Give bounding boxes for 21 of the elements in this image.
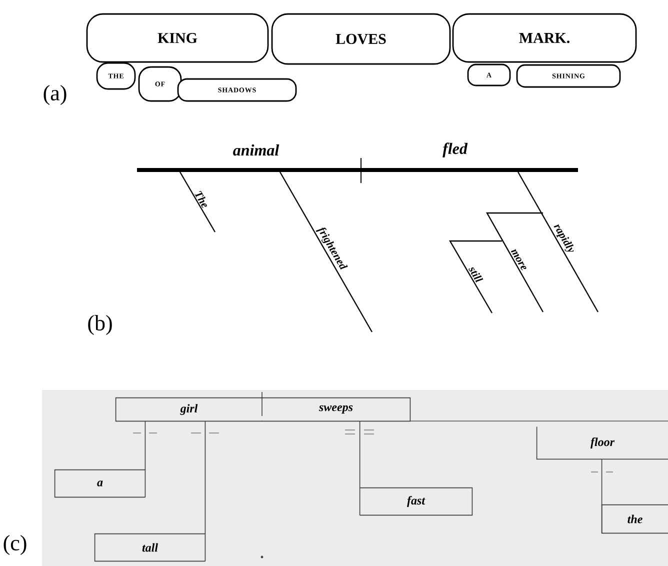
- connector-line: [204, 420, 206, 562]
- diagram-word: animal: [233, 144, 280, 156]
- panel-label: (b): [88, 315, 112, 335]
- diagram-word: The: [194, 190, 207, 208]
- word-box: floor: [536, 426, 668, 460]
- word-box: MARK.: [452, 13, 637, 63]
- word-box: LOVES: [271, 13, 451, 65]
- word-box: girl: [115, 397, 263, 422]
- word-box: a: [54, 469, 146, 498]
- panel-label: (c): [4, 535, 26, 555]
- word-box: fast: [359, 487, 473, 516]
- word-box: the: [601, 504, 668, 534]
- connector-line: [144, 420, 146, 498]
- connector-line: [359, 420, 360, 516]
- diagram-word: fled: [442, 142, 468, 158]
- connector-line: [601, 458, 602, 534]
- word-box: sweeps: [261, 397, 411, 422]
- panel-label: (a): [44, 85, 66, 105]
- diagram-word: still: [468, 267, 484, 283]
- word-box: tall: [94, 533, 206, 562]
- word-box: KING: [86, 13, 269, 63]
